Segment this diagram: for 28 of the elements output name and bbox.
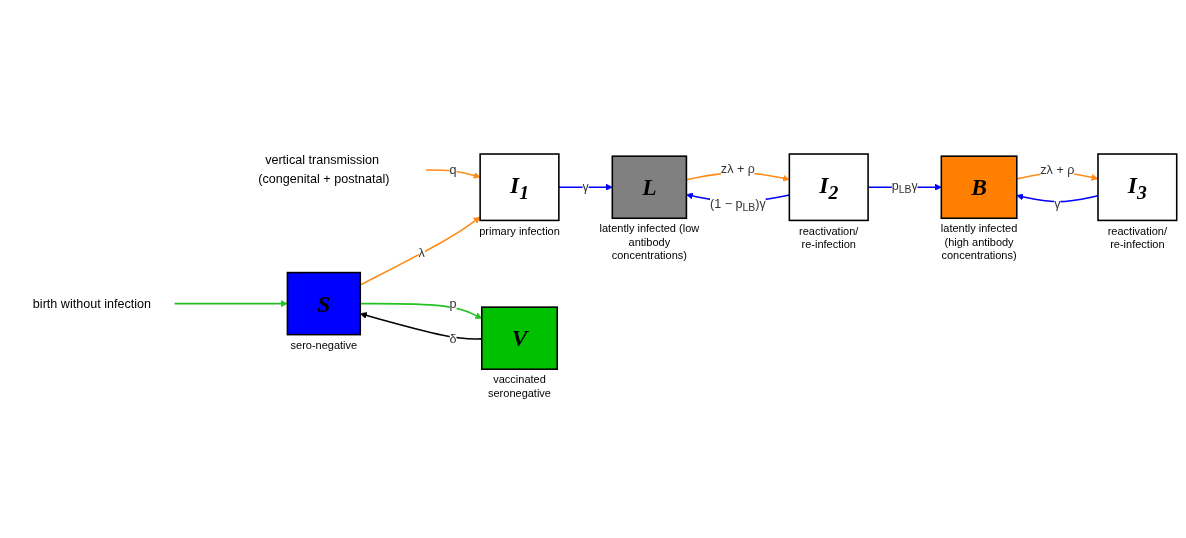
node-text: birth without infection	[32, 296, 151, 310]
node-caption: sero-negative	[290, 338, 358, 351]
node-box: B	[940, 155, 1018, 220]
node-caption: vaccinated seronegative	[488, 373, 551, 399]
arrow	[558, 183, 613, 191]
edge-label: q	[449, 162, 457, 177]
node-text: vertical transmission (congenital + postnatal)	[258, 153, 390, 186]
edge-label: γ	[1054, 197, 1061, 211]
edge-label: zλ + ρ	[1040, 162, 1075, 177]
node-box: I$_{3}$	[1097, 153, 1178, 222]
edge-label: p	[449, 296, 457, 310]
node-caption: latently infected (low antibody concentrations)	[599, 222, 700, 262]
edge-label: δ	[449, 332, 457, 346]
edge-label: zλ + ρ	[720, 162, 755, 176]
node-caption: reactivation/ re-infection	[799, 224, 859, 250]
edge-label: λ	[418, 246, 425, 260]
edge-label: γ	[582, 180, 589, 194]
edge-label: (1 − p$_{LB}$)γ	[709, 196, 766, 214]
node-box: L	[611, 155, 688, 220]
node-box: S	[286, 271, 362, 336]
node-box: I$_{1}$	[479, 153, 560, 222]
edge-label: p$_{LB}$γ	[891, 178, 918, 196]
node-box: V	[481, 306, 558, 370]
node-box: I$_{2}$	[788, 153, 869, 222]
node-caption: latently infected (high antibody concentrations)	[940, 222, 1018, 262]
node-caption: reactivation/ re-infection	[1107, 224, 1167, 250]
node-caption: primary infection	[479, 224, 560, 237]
arrow	[173, 300, 288, 308]
